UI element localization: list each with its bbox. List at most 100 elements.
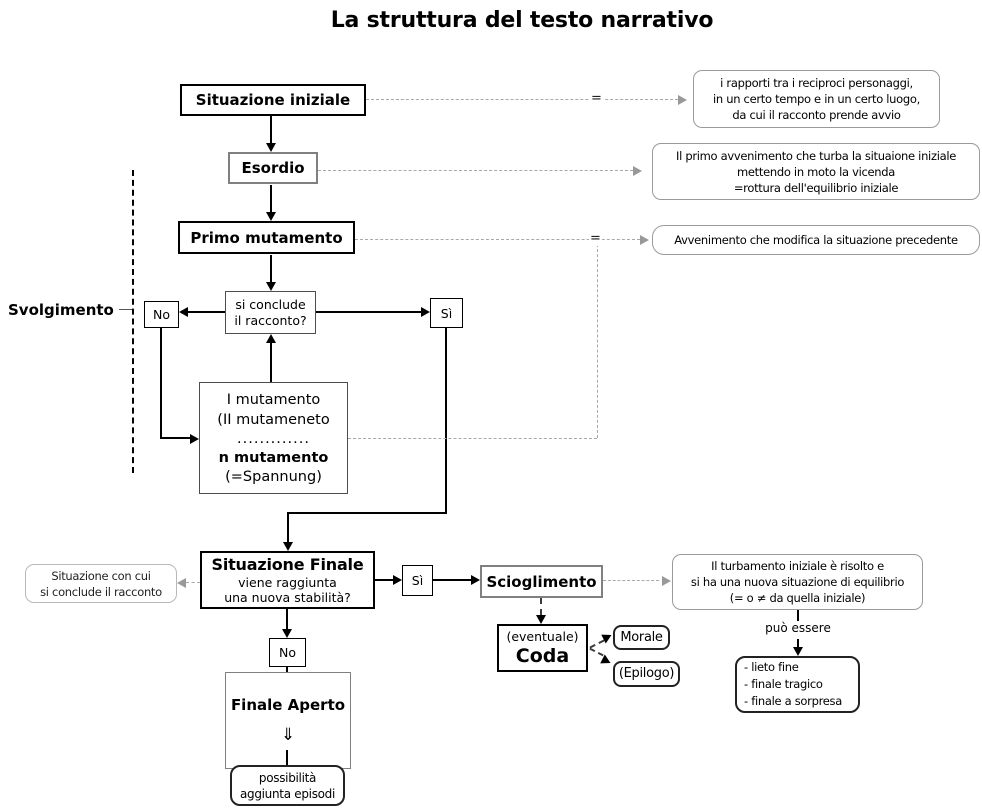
node-title: Situazione Finale <box>211 555 364 574</box>
node-no-1: No <box>144 301 179 328</box>
node-prefix: (eventuale) <box>506 629 579 644</box>
node-primo-mutamento: Primo mutamento <box>178 221 355 254</box>
node-label: Primo mutamento <box>190 228 343 247</box>
annotation-line: possibilità <box>258 770 317 785</box>
annotation-line: =rottura dell'equilibrio iniziale <box>733 180 899 195</box>
connector-line <box>287 512 289 542</box>
annotation-line: Il turbamento iniziale è risolto e <box>711 559 884 573</box>
annotation-primo-avvenimento: Il primo avvenimento che turba la situai… <box>652 143 980 200</box>
arrowhead-down-icon <box>793 647 803 656</box>
dashed-connector-line <box>318 170 633 171</box>
annotation-line: Morale <box>620 629 663 645</box>
arrowhead-down-icon <box>536 615 546 624</box>
arrowhead-right-icon <box>662 576 671 586</box>
dashed-connector-line <box>366 99 678 100</box>
node-label: Esordio <box>241 159 305 177</box>
node-label: Scioglimento <box>486 572 597 591</box>
annotation-tipi-finale: - lieto fine - finale tragico - finale a… <box>735 656 860 713</box>
connector-line <box>160 328 162 438</box>
arrowhead-down-icon <box>266 282 276 291</box>
node-label: Sì <box>411 573 424 588</box>
arrowhead-up-icon <box>266 334 276 343</box>
connector-line <box>286 667 288 672</box>
dashed-connector-line <box>348 438 597 439</box>
node-finale-aperto: Finale Aperto ⇓ <box>225 672 351 769</box>
node-line: viene raggiunta <box>238 575 337 590</box>
dashed-connector-line <box>589 647 604 657</box>
annotation-line: - finale a sorpresa <box>744 694 842 708</box>
node-no-2: No <box>269 638 306 667</box>
node-si-conclude: si conclude il racconto? <box>225 291 316 334</box>
connector-line <box>286 750 288 765</box>
node-line: il racconto? <box>234 312 307 328</box>
annotation-morale: Morale <box>613 625 670 650</box>
annotation-line: mettendo in moto la vicenda <box>736 164 896 179</box>
dashed-connector-line <box>540 598 542 615</box>
node-label: Finale Aperto <box>230 696 346 714</box>
arrowhead-right-icon <box>421 307 430 317</box>
node-label: No <box>279 645 296 660</box>
node-esordio: Esordio <box>228 152 318 184</box>
equals-sign: = <box>589 231 602 246</box>
node-line: (II mutameneto <box>217 411 330 428</box>
node-si-1: Sì <box>430 298 463 328</box>
arrowhead-right-icon <box>471 575 480 585</box>
puo-essere-label: può essere <box>765 621 831 635</box>
annotation-turbamento: Il turbamento iniziale è risolto e si ha… <box>672 554 923 610</box>
node-coda: (eventuale) Coda <box>497 624 588 672</box>
node-si-2: Sì <box>402 565 433 596</box>
arrowhead-right-icon <box>640 235 649 245</box>
node-line: I mutamento <box>226 391 321 408</box>
node-label: Coda <box>515 645 570 667</box>
node-line: (=Spannung) <box>225 468 322 485</box>
annotation-line: Avvenimento che modifica la situazione p… <box>674 233 958 247</box>
annotation-line: (Epilogo) <box>618 666 675 681</box>
node-line: una nuova stabilità? <box>224 590 351 605</box>
double-down-arrow-icon: ⇓ <box>280 725 296 745</box>
annotation-line: in un certo tempo e in un certo luogo, <box>712 92 921 106</box>
annotation-line: - lieto fine <box>744 660 799 674</box>
annotation-epilogo: (Epilogo) <box>613 661 680 687</box>
node-line: si conclude <box>235 296 306 312</box>
annotation-situazione-conclusione: Situazione con cui si conclude il raccon… <box>25 564 177 603</box>
node-line: ............. <box>237 430 310 447</box>
node-mutamenti: I mutamento (II mutameneto .............… <box>199 382 348 494</box>
annotation-avvenimento-modifica: Avvenimento che modifica la situazione p… <box>652 225 980 255</box>
arrowhead-left-icon <box>177 578 186 588</box>
arrowhead-right-icon <box>190 434 199 444</box>
annotation-line: si conclude il racconto <box>40 584 162 599</box>
page-title: La struttura del testo narrativo <box>330 8 714 33</box>
arrowhead-right-icon <box>678 95 687 105</box>
arrowhead-down-icon <box>266 212 276 221</box>
connector-line <box>797 639 799 647</box>
annotation-rapporti: i rapporti tra i reciproci personaggi, i… <box>693 70 940 128</box>
node-line: n mutamento <box>218 449 329 466</box>
arrowhead-down-icon <box>282 629 292 638</box>
connector-line <box>270 255 272 282</box>
svolgimento-label: Svolgimento <box>8 301 114 319</box>
connector-line <box>270 343 272 382</box>
arrowhead-down-icon <box>283 542 293 551</box>
svolgimento-tick-line <box>119 309 132 310</box>
annotation-line: si ha una nuova situazione di equilibrio <box>690 575 905 589</box>
dashed-connector-line <box>603 580 659 581</box>
connector-line <box>286 609 288 629</box>
node-label: No <box>153 307 170 322</box>
dashed-connector-line <box>186 582 200 583</box>
dashed-connector-line <box>597 239 598 438</box>
svolgimento-bracket <box>132 170 134 473</box>
annotation-line: (= o ≠ da quella iniziale) <box>729 591 866 605</box>
connector-line <box>287 512 447 514</box>
annotation-line: - finale tragico <box>744 677 823 691</box>
connector-line <box>316 311 421 313</box>
annotation-line: Il primo avvenimento che turba la situai… <box>675 148 957 163</box>
annotation-line: da cui il racconto prende avvio <box>732 108 901 122</box>
equals-sign: = <box>590 91 603 106</box>
annotation-line: i rapporti tra i reciproci personaggi, <box>720 76 913 90</box>
connector-line <box>375 579 393 581</box>
annotation-line: aggiunta episodi <box>239 786 336 801</box>
dashed-connector-line <box>355 239 640 240</box>
connector-line <box>270 116 272 143</box>
connector-line <box>445 328 447 514</box>
